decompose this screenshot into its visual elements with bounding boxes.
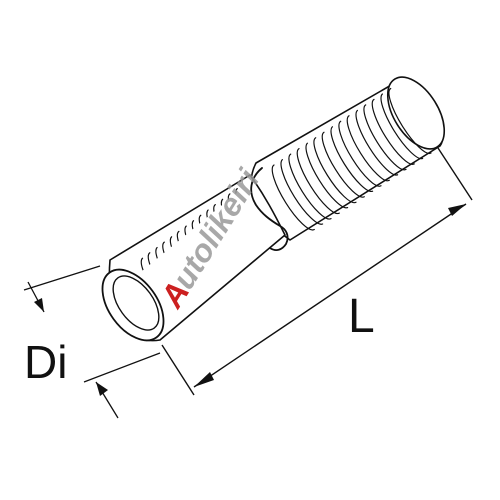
hose-rib — [371, 98, 415, 165]
hose-rib — [288, 153, 332, 220]
hose-rib — [296, 148, 340, 215]
hose-rib — [363, 104, 407, 171]
hose-rib — [280, 159, 324, 225]
hose-rib — [346, 115, 390, 182]
hose-rib — [330, 126, 374, 193]
dimension-length — [161, 147, 473, 396]
hose-rib — [338, 120, 382, 187]
spring-clamp-icon — [250, 167, 289, 251]
hose-rib — [380, 93, 424, 160]
hose-segment-upper — [250, 76, 446, 241]
hose-rib — [271, 164, 315, 231]
diameter-label: Di — [24, 336, 67, 388]
hose-rib — [321, 131, 365, 198]
length-label: L — [348, 290, 375, 343]
hose-ribs-upper — [271, 87, 432, 231]
hose-rib — [388, 87, 432, 155]
hose-rib — [313, 137, 357, 204]
hose-segment-lower — [101, 167, 289, 342]
dimension-di — [23, 265, 161, 419]
hose-rib — [305, 142, 349, 209]
hose-rib — [355, 109, 399, 176]
